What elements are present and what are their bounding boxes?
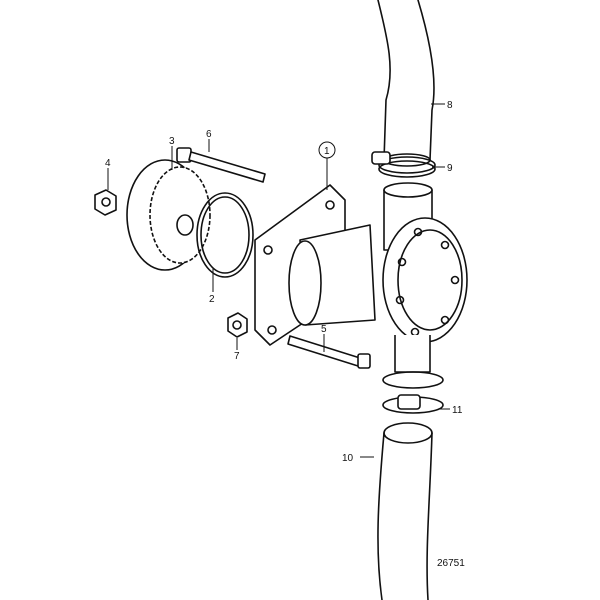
callout-11: 11 xyxy=(452,405,463,416)
stud-bolt-lower xyxy=(287,335,371,369)
lower-hose-clamp xyxy=(382,371,444,414)
callout-7: 7 xyxy=(234,351,240,362)
nut-7 xyxy=(227,312,248,338)
lower-hose xyxy=(377,422,433,600)
o-ring xyxy=(196,192,254,278)
callout-1-circle xyxy=(318,141,336,159)
upper-hose xyxy=(377,0,435,167)
stud-bolt-upper xyxy=(176,147,266,183)
callout-5: 5 xyxy=(321,324,327,335)
callout-3: 3 xyxy=(169,136,175,147)
drive-gear xyxy=(126,159,211,271)
pump-housing xyxy=(254,184,468,373)
callout-1: 1 xyxy=(324,146,330,157)
drawing-number: 26751 xyxy=(437,558,465,569)
nut-4 xyxy=(94,189,117,216)
callout-2: 2 xyxy=(209,294,215,305)
callout-6: 6 xyxy=(206,129,212,140)
leader-lines xyxy=(107,103,450,458)
upper-hose-clamp xyxy=(371,151,436,178)
callout-10: 10 xyxy=(342,453,354,464)
callout-4: 4 xyxy=(105,158,111,169)
callout-9: 9 xyxy=(447,163,453,174)
callout-8: 8 xyxy=(447,100,453,111)
